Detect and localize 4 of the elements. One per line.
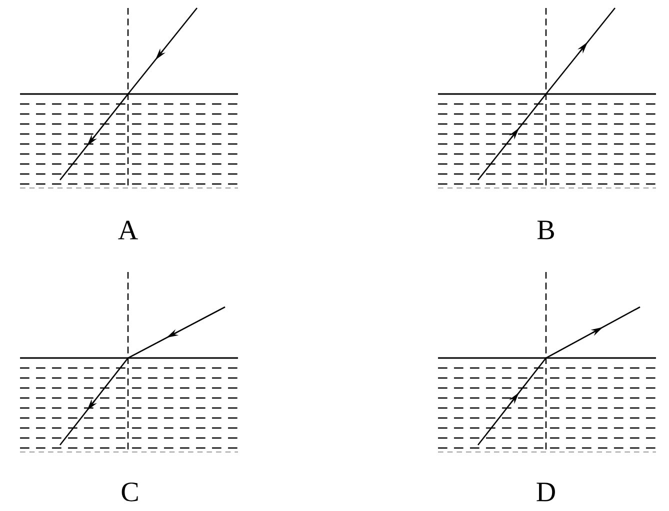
option-label: D — [536, 482, 555, 502]
option-label: C — [122, 482, 138, 502]
option-label: B — [537, 220, 554, 240]
option-label: A — [118, 220, 138, 240]
